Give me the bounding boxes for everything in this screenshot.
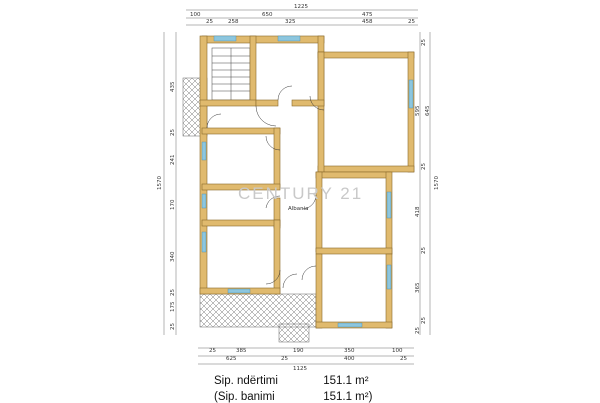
dim-right-inner-0: 25 (421, 39, 427, 46)
dim-right-inner-8: 25 (415, 327, 421, 334)
dim-left-inner-0: 435 (170, 81, 176, 92)
dim-top-row2-1: 650 (262, 12, 273, 18)
area-label-construction: Sip. ndërtimi (214, 375, 278, 387)
area-row-construction: Sip. ndërtimi 151.1 m² (214, 375, 369, 387)
dim-bottom-row1-4: 100 (392, 348, 403, 354)
dim-right-outer: 1570 (434, 176, 440, 190)
dim-left-inner-6: 175 (170, 301, 176, 312)
dim-top-row3-4: 25 (408, 19, 415, 25)
terrace-hatch (199, 293, 317, 328)
entrance-steps (278, 323, 310, 343)
dim-left-inner-3: 170 (170, 199, 176, 210)
windows (201, 35, 414, 328)
dim-right-inner-6: 365 (415, 282, 421, 293)
watermark-subtext: Albania (288, 206, 309, 212)
dim-top-total: 1225 (294, 4, 308, 10)
dim-left-inner-2: 241 (170, 155, 176, 166)
dim-left-inner-4: 340 (170, 251, 176, 262)
dim-right-inner-3: 25 (421, 163, 427, 170)
dim-top-row2-2: 475 (362, 12, 373, 18)
dim-bottom-row2-1: 25 (281, 356, 288, 362)
staircase (211, 47, 251, 101)
dim-top-row3-2: 325 (285, 19, 296, 25)
dim-bottom-row2-0: 625 (226, 356, 237, 362)
area-label-living: (Sip. banimi (214, 391, 275, 403)
dim-bottom-row1-2: 190 (293, 348, 304, 354)
dim-right-inner-1: 595 (415, 105, 421, 116)
dim-bottom-row1-1: 385 (236, 348, 247, 354)
dim-top-row2-0: 100 (190, 12, 201, 18)
doors (206, 85, 325, 289)
dim-left-outer: 1570 (157, 176, 163, 190)
dim-right-inner-2: 645 (425, 105, 431, 116)
dim-bottom-total: 1125 (293, 366, 307, 372)
watermark-text: CENTURY 21 (238, 184, 363, 203)
dim-right-inner-5: 25 (421, 247, 427, 254)
dim-bottom-row1-0: 25 (209, 348, 216, 354)
dim-left-inner-5: 25 (170, 289, 176, 296)
dim-top-row3-3: 458 (362, 19, 373, 25)
dim-bottom-row2-2: 400 (344, 356, 355, 362)
dimension-lines (163, 9, 431, 365)
dim-top-row3-0: 25 (206, 19, 213, 25)
dim-top-row3-1: 258 (228, 19, 239, 25)
dim-left-inner-1: 25 (170, 129, 176, 136)
dim-bottom-row1-3: 350 (344, 348, 355, 354)
area-value-living: 151.1 m²) (323, 391, 373, 403)
dim-right-inner-4: 418 (415, 206, 421, 217)
dim-bottom-row2-3: 25 (400, 356, 407, 362)
area-row-living: (Sip. banimi 151.1 m²) (214, 391, 372, 403)
dim-right-inner-7: 25 (421, 317, 427, 324)
area-value-construction: 151.1 m² (323, 375, 369, 387)
walls (199, 35, 415, 329)
dim-left-inner-7: 25 (170, 323, 176, 330)
